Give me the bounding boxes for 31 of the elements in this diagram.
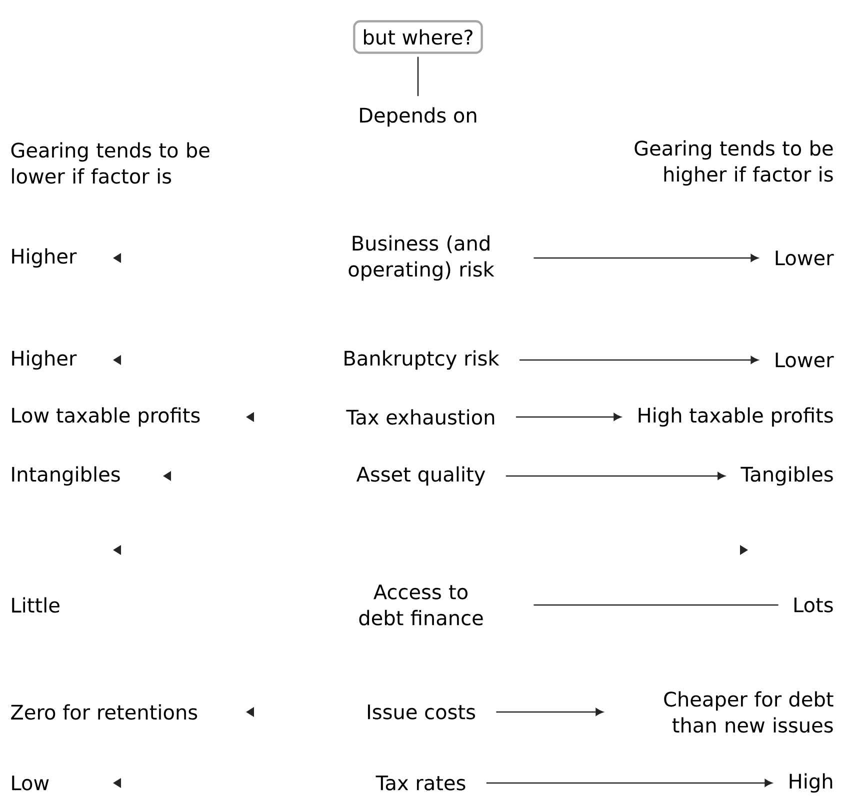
arrow — [506, 472, 726, 480]
value-text: Cheaper for debt than new issues — [664, 691, 834, 733]
arrow — [486, 779, 772, 787]
value-text: Lower — [776, 250, 834, 266]
value-text: Little — [12, 597, 60, 613]
factor-text: Tax exhaustion — [346, 409, 494, 425]
value-text: High — [790, 773, 832, 793]
factor-text: Issue costs — [368, 704, 475, 720]
factor-text: Tax rates — [376, 776, 466, 790]
arrow — [534, 254, 758, 262]
value-text: Higher — [12, 248, 77, 268]
column-heading: Gearing tends to be higher if factor is — [634, 140, 833, 186]
heading-text: Depends on — [360, 107, 476, 127]
value-text: Lots — [794, 598, 833, 612]
arrow — [516, 413, 622, 421]
value-text: Higher — [12, 350, 77, 370]
factor-text: Bankruptcy risk — [344, 350, 500, 370]
value-text: Lower — [776, 352, 834, 368]
value-text: Intangibles — [12, 466, 120, 486]
factor-text: Access to debt finance — [359, 584, 483, 626]
value-text: Zero for retentions — [11, 704, 198, 720]
column-heading: Gearing tends to be lower if factor is — [11, 142, 210, 184]
arrow — [520, 356, 758, 364]
factor-text: Asset quality — [356, 466, 486, 486]
value-text: Tangibles — [740, 466, 833, 486]
value-text: High taxable profits — [638, 407, 833, 427]
value-text: Low — [12, 776, 49, 790]
arrow — [496, 708, 604, 716]
question-box: but where? — [353, 20, 483, 54]
value-text: Low taxable profits — [12, 407, 200, 427]
factor-text: Business (and operating) risk — [348, 235, 494, 281]
